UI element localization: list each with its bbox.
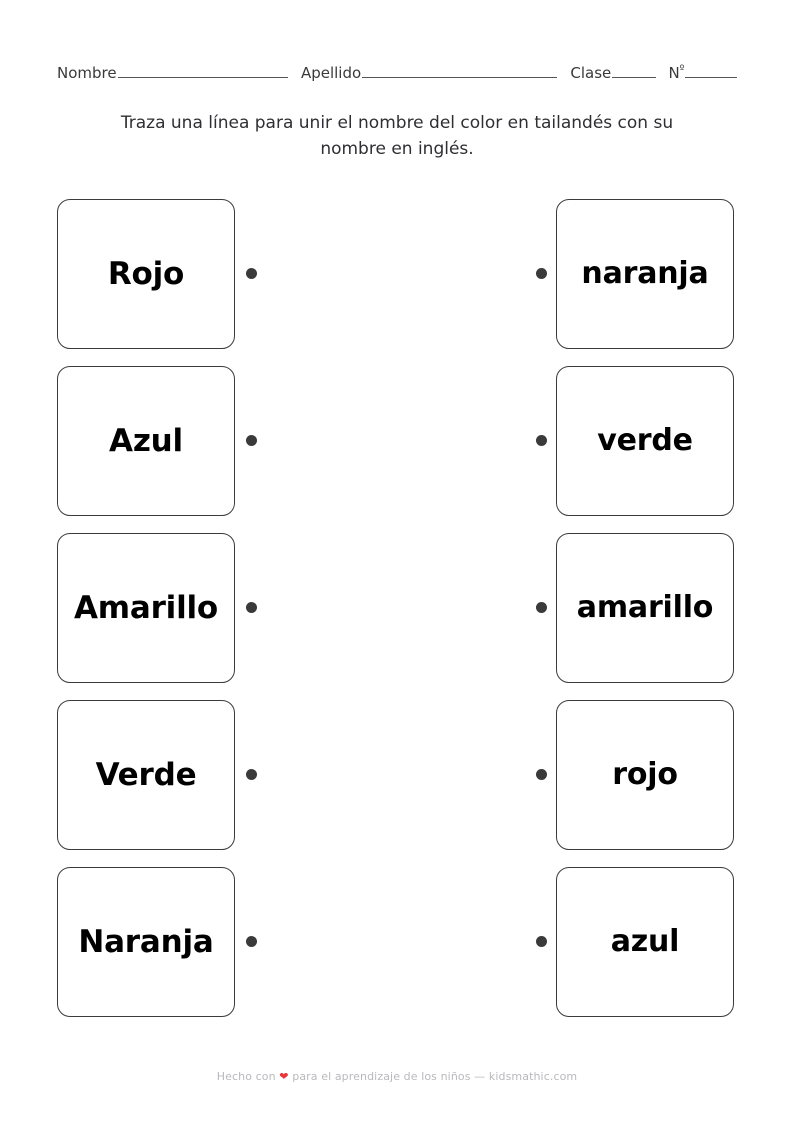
word-card-right[interactable]: rojo (556, 700, 734, 850)
surname-blank-line[interactable] (362, 76, 558, 78)
class-blank-line[interactable] (612, 76, 656, 78)
class-label: Clase (570, 64, 612, 82)
word-card-left[interactable]: Rojo (57, 199, 235, 349)
footer-credit: Hecho con ❤ para el aprendizaje de los n… (0, 1070, 794, 1083)
connector-dot-right[interactable] (536, 602, 547, 613)
connector-dot-right[interactable] (536, 769, 547, 780)
word-card-right-label: verde (597, 423, 693, 458)
word-card-right[interactable]: naranja (556, 199, 734, 349)
word-card-right-label: azul (610, 924, 680, 959)
name-blank-line[interactable] (117, 76, 289, 78)
number-label: Nº (668, 64, 685, 82)
word-card-right-label: rojo (612, 757, 678, 792)
surname-label: Apellido (300, 64, 362, 82)
word-card-right[interactable]: verde (556, 366, 734, 516)
connector-dot-right[interactable] (536, 268, 547, 279)
match-row: Amarillo amarillo (0, 533, 794, 685)
name-label: Nombre (57, 64, 117, 82)
instruction-text: Traza una línea para unir el nombre del … (120, 113, 674, 160)
connector-dot-left[interactable] (246, 769, 257, 780)
word-card-left[interactable]: Amarillo (57, 533, 235, 683)
connector-dot-right[interactable] (536, 936, 547, 947)
word-card-right[interactable]: azul (556, 867, 734, 1017)
match-row: Naranja azul (0, 867, 794, 1019)
student-info-row: Nombre Apellido Clase Nº (57, 64, 737, 82)
connector-dot-left[interactable] (246, 602, 257, 613)
word-card-left[interactable]: Naranja (57, 867, 235, 1017)
match-row: Azul verde (0, 366, 794, 518)
heart-icon: ❤ (279, 1070, 289, 1083)
word-card-right-label: amarillo (576, 590, 714, 625)
number-blank-line[interactable] (685, 76, 737, 78)
word-card-left[interactable]: Azul (57, 366, 235, 516)
connector-dot-left[interactable] (246, 268, 257, 279)
word-card-left-label: Azul (109, 422, 183, 459)
connector-dot-left[interactable] (246, 435, 257, 446)
word-card-right[interactable]: amarillo (556, 533, 734, 683)
footer-text-before: Hecho con (216, 1070, 276, 1083)
ordinal-indicator: º (679, 64, 685, 75)
word-card-left-label: Naranja (78, 923, 214, 960)
word-card-left-label: Amarillo (73, 589, 219, 626)
match-row: Verde rojo (0, 700, 794, 852)
word-card-left-label: Rojo (107, 255, 185, 292)
footer-text-after: para el aprendizaje de los niños — kidsm… (292, 1070, 578, 1083)
matching-exercise: Rojo naranja Azul verde Amarillo amarill… (0, 199, 794, 1034)
match-row: Rojo naranja (0, 199, 794, 351)
connector-dot-right[interactable] (536, 435, 547, 446)
word-card-left[interactable]: Verde (57, 700, 235, 850)
word-card-right-label: naranja (581, 256, 709, 291)
word-card-left-label: Verde (95, 756, 197, 793)
connector-dot-left[interactable] (246, 936, 257, 947)
